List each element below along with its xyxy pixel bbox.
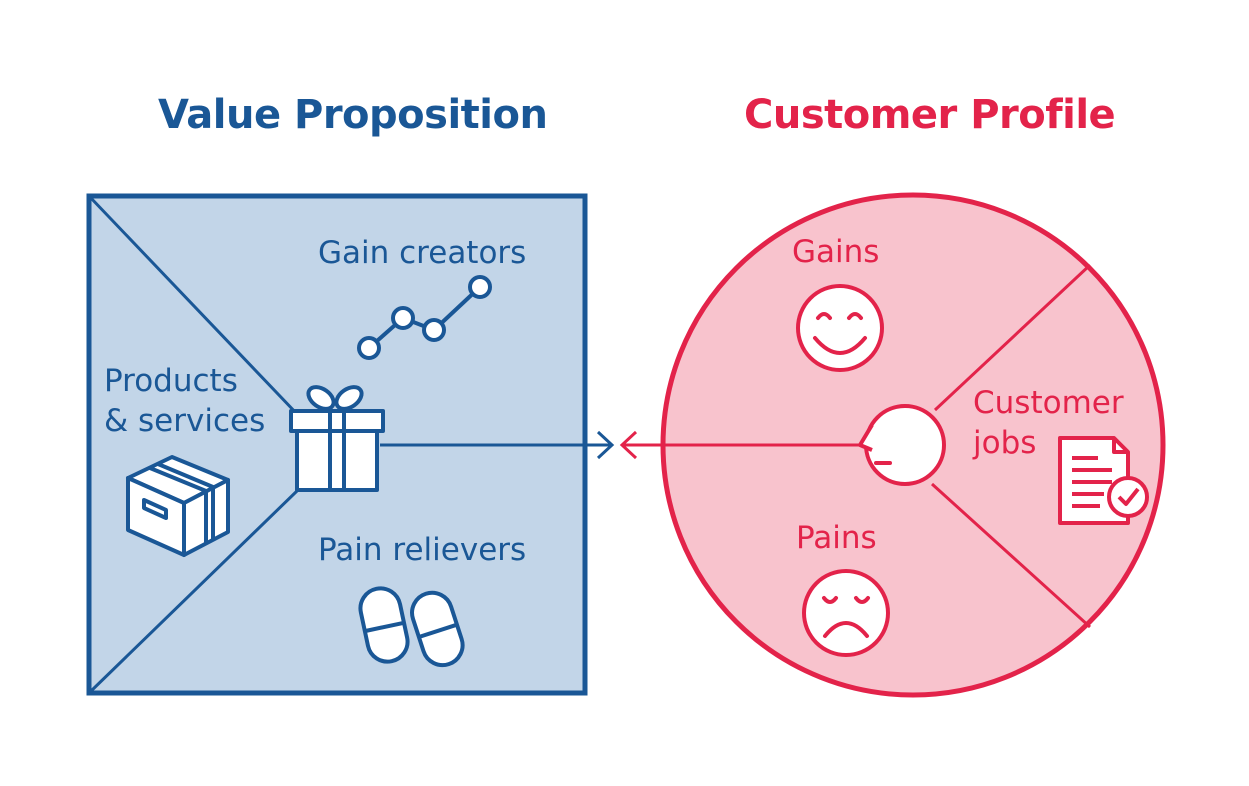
pain-relievers-label: Pain relievers xyxy=(318,532,526,568)
gift-icon xyxy=(289,385,385,492)
trend-line-icon xyxy=(357,275,492,360)
document-check-icon xyxy=(1058,436,1149,525)
face-icon xyxy=(858,404,946,486)
frown-icon xyxy=(802,569,890,657)
customer-jobs-label-line1: Customer xyxy=(973,385,1124,421)
gains-label: Gains xyxy=(792,234,879,270)
arrow-icon xyxy=(380,430,615,460)
products-label-line1: Products xyxy=(104,363,238,399)
customer-arrow-icon xyxy=(619,430,862,460)
pills-icon xyxy=(358,586,465,668)
customer-jobs-label-line2: jobs xyxy=(972,425,1036,461)
pains-label: Pains xyxy=(796,520,877,556)
customer-profile-title: Customer Profile xyxy=(744,92,1116,138)
products-label-line2: & services xyxy=(104,403,265,439)
gain-creators-label: Gain creators xyxy=(318,235,526,271)
smiley-icon xyxy=(796,284,884,372)
value-proposition-title: Value Proposition xyxy=(158,92,548,138)
box-icon xyxy=(126,455,230,557)
